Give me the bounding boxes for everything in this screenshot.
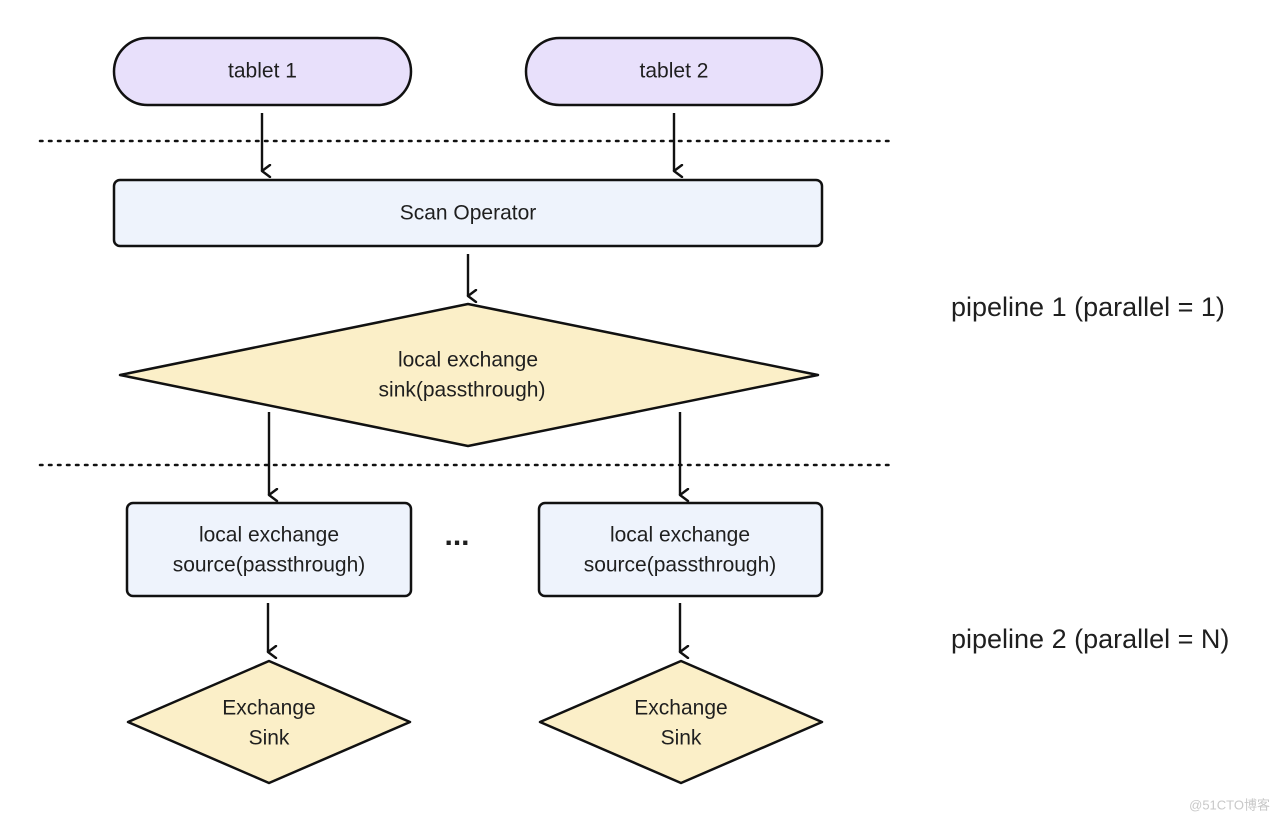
scan-operator-label: Scan Operator — [400, 202, 537, 225]
tablet-2-label: tablet 2 — [640, 60, 709, 83]
exchange-sink-2-label-line-2: Sink — [661, 727, 702, 750]
local-exchange-source-1-label-line-1: local exchange — [199, 524, 339, 547]
parallel-ellipsis: ... — [444, 519, 469, 552]
local-exchange-source-2-node: local exchange source(passthrough) — [537, 501, 824, 598]
local-exchange-sink-label-line-1: local exchange — [398, 349, 538, 372]
exchange-sink-2-label-line-1: Exchange — [634, 697, 727, 720]
pipeline-2-label: pipeline 2 (parallel = N) — [951, 624, 1229, 654]
local-exchange-source-2-label-line-2: source(passthrough) — [584, 554, 777, 577]
exchange-sink-1-label-line-2: Sink — [249, 727, 290, 750]
local-exchange-source-1-label-line-2: source(passthrough) — [173, 554, 366, 577]
local-exchange-sink-label-line-2: sink(passthrough) — [379, 379, 546, 402]
exchange-sink-2-node: Exchange Sink — [538, 659, 824, 785]
tablet-1-label: tablet 1 — [228, 60, 297, 83]
exchange-sink-1-label-line-1: Exchange — [222, 697, 315, 720]
local-exchange-sink-node: local exchange sink(passthrough) — [118, 302, 820, 448]
tablet-2-node: tablet 2 — [524, 36, 824, 107]
pipeline-1-label: pipeline 1 (parallel = 1) — [951, 292, 1225, 322]
local-exchange-source-1-node: local exchange source(passthrough) — [125, 501, 413, 598]
exchange-sink-1-node: Exchange Sink — [126, 659, 412, 785]
local-exchange-source-2-label-line-1: local exchange — [610, 524, 750, 547]
scan-operator-node: Scan Operator — [112, 178, 824, 248]
tablet-1-node: tablet 1 — [112, 36, 413, 107]
watermark-text: @51CTO博客 — [1189, 797, 1270, 812]
